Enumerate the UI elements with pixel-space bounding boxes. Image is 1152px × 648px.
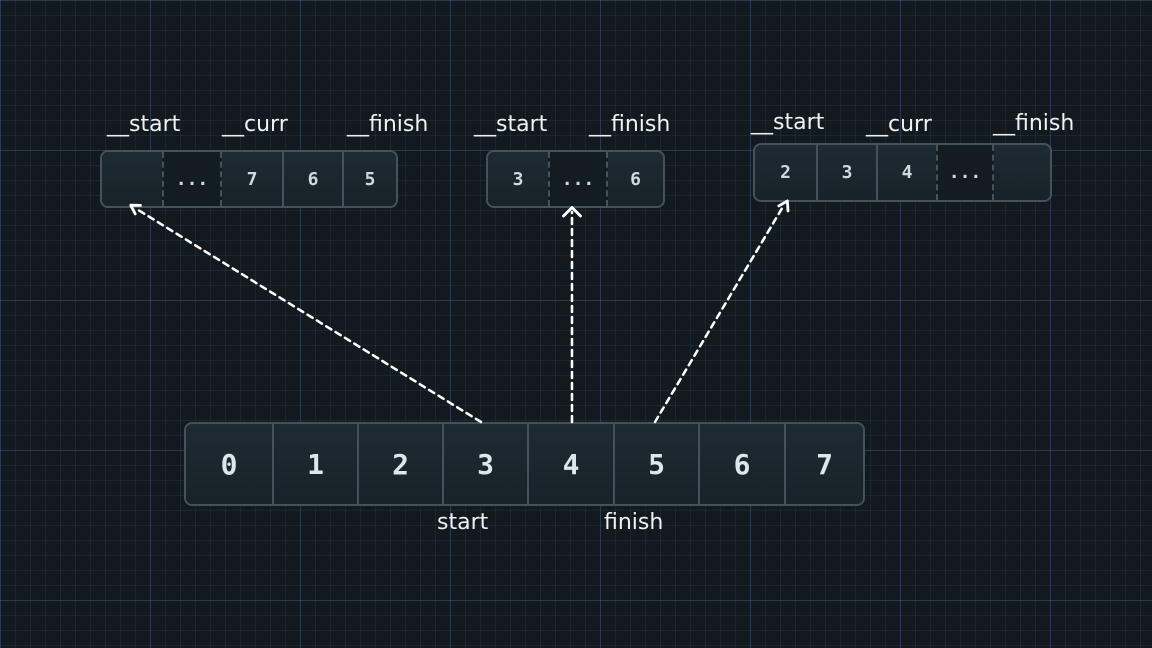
arrow-to-block3 bbox=[653, 203, 786, 424]
block2: 3 ... 6 bbox=[486, 150, 665, 208]
arrowhead-block3 bbox=[777, 199, 790, 213]
map-start-label: start bbox=[437, 510, 489, 535]
map-cell: 4 bbox=[527, 424, 613, 504]
block2-finish-label: __finish bbox=[589, 112, 671, 137]
block3-cell bbox=[994, 145, 1050, 200]
block2-cell: 6 bbox=[608, 152, 663, 206]
block3-cell: 3 bbox=[816, 145, 876, 200]
block1-finish-label: __finish bbox=[347, 112, 429, 137]
block3-finish-label: __finish bbox=[993, 111, 1075, 136]
block3: 2 3 4 ... bbox=[753, 143, 1052, 202]
block1: ... 7 6 5 bbox=[100, 150, 398, 208]
arrowhead-block2 bbox=[562, 206, 582, 218]
map-cell: 6 bbox=[698, 424, 784, 504]
map-cell: 2 bbox=[357, 424, 442, 504]
block3-cell-ellipsis: ... bbox=[936, 145, 994, 200]
arrowhead-block1 bbox=[129, 203, 142, 216]
map-cell: 3 bbox=[442, 424, 527, 504]
block1-cell bbox=[102, 152, 162, 206]
block1-start-label: __start bbox=[107, 112, 181, 137]
block1-curr-label: __curr bbox=[222, 112, 288, 137]
map-cell: 1 bbox=[272, 424, 357, 504]
map-cell: 0 bbox=[186, 424, 272, 504]
map-cell: 7 bbox=[784, 424, 863, 504]
arrow-to-block1 bbox=[133, 206, 483, 424]
map-cell: 5 bbox=[613, 424, 698, 504]
block3-cell: 2 bbox=[755, 145, 816, 200]
block1-cell: 6 bbox=[282, 152, 342, 206]
block1-cell: 7 bbox=[222, 152, 282, 206]
block1-cell-ellipsis: ... bbox=[162, 152, 222, 206]
block1-cell: 5 bbox=[342, 152, 396, 206]
block3-cell: 4 bbox=[876, 145, 936, 200]
block2-start-label: __start bbox=[474, 112, 548, 137]
block2-cell: 3 bbox=[488, 152, 548, 206]
block3-curr-label: __curr bbox=[866, 112, 932, 137]
map-array: 0 1 2 3 4 5 6 7 bbox=[184, 422, 865, 506]
map-finish-label: finish bbox=[604, 510, 664, 535]
block3-start-label: __start bbox=[751, 110, 825, 135]
block2-cell-ellipsis: ... bbox=[548, 152, 608, 206]
